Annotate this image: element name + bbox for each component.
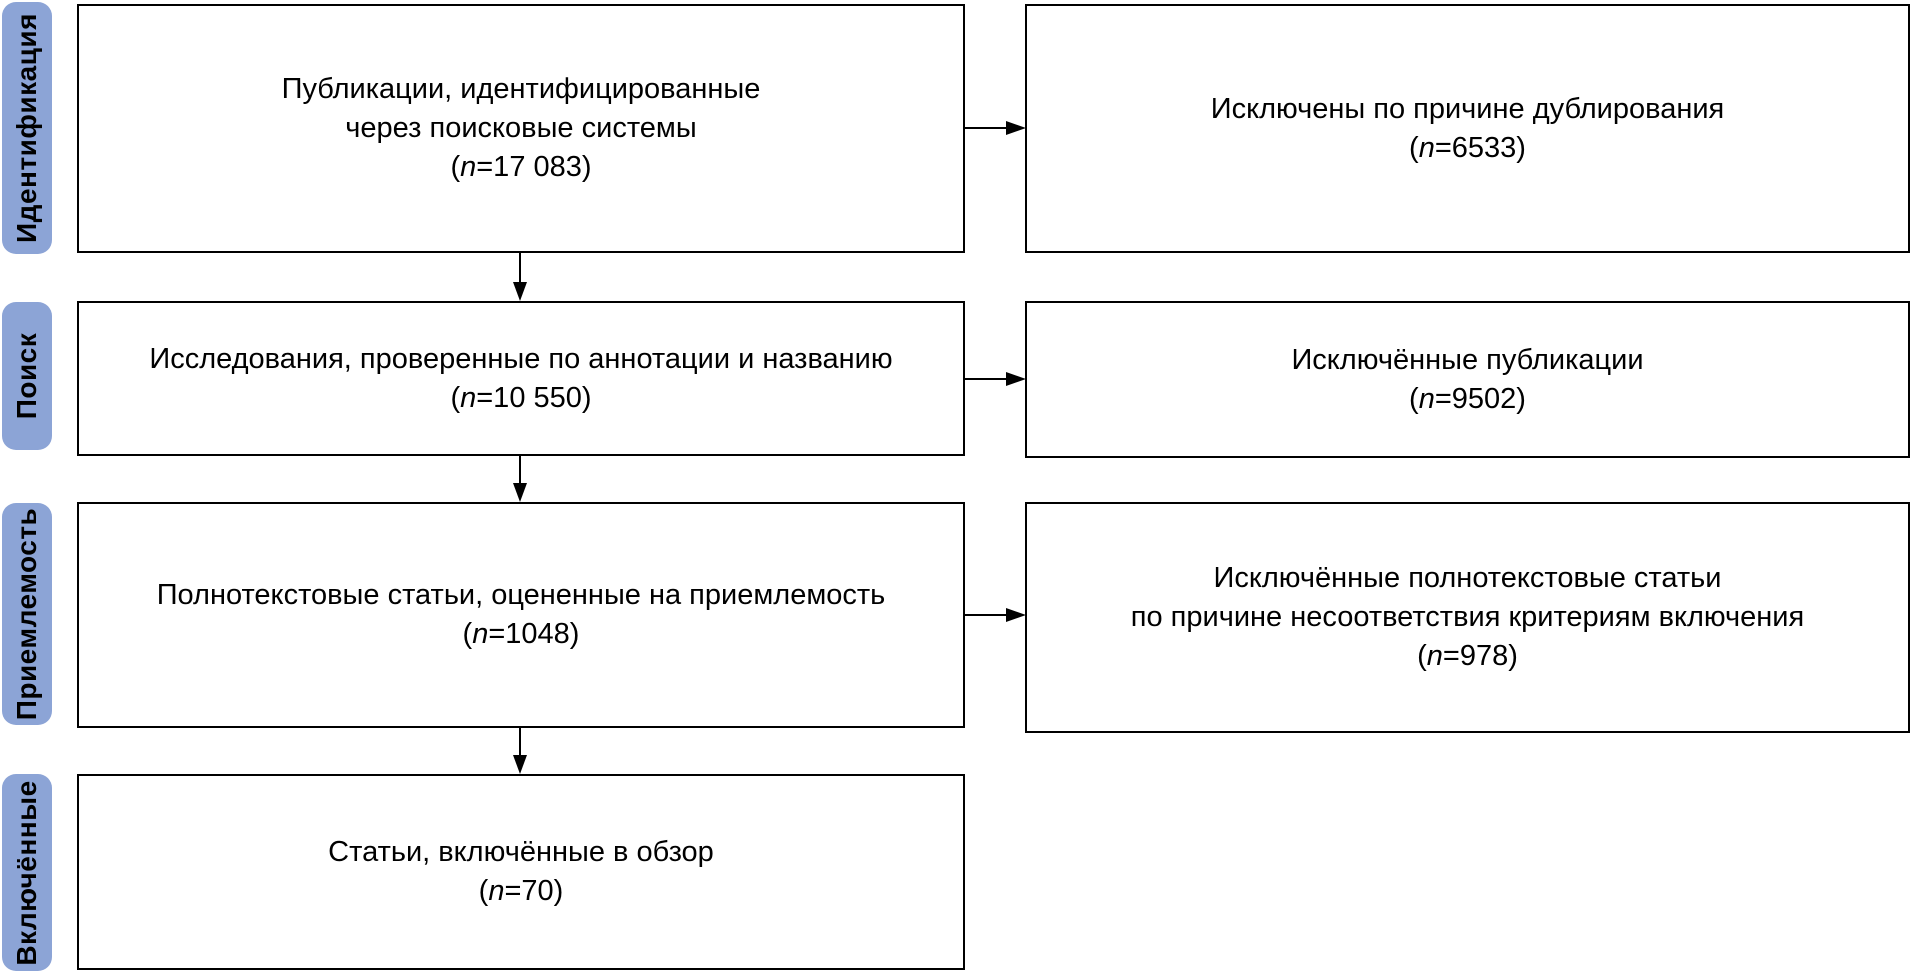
count-n-symbol: n bbox=[1426, 640, 1443, 672]
arrow-down-icon bbox=[512, 728, 527, 774]
box-count-line: (n=978) bbox=[1131, 637, 1804, 676]
box-screened-studies: Исследования, проверенные по аннотации и… bbox=[77, 301, 965, 456]
count-open: ( bbox=[462, 618, 473, 650]
box-count-line: (n=17 083) bbox=[282, 148, 761, 187]
box-text-line: Публикации, идентифицированные bbox=[281, 73, 761, 105]
box-excluded-publications: Исключённые публикации (n=9502) bbox=[1025, 301, 1910, 458]
count-value: =9502) bbox=[1434, 382, 1526, 415]
count-open: ( bbox=[450, 151, 461, 183]
box-text-line: через поисковые системы bbox=[345, 112, 697, 144]
count-open: ( bbox=[1409, 382, 1419, 415]
box-text-line: Статьи, включённые в обзор bbox=[328, 836, 714, 868]
count-value: =978) bbox=[1442, 640, 1518, 672]
box-identified-publications: Публикации, идентифицированные через пои… bbox=[77, 4, 965, 253]
count-open: ( bbox=[450, 381, 461, 414]
box-text-line: по причине несоответствия критериям вклю… bbox=[1130, 601, 1805, 633]
box-text-line: Полнотекстовые статьи, оцененные на прие… bbox=[156, 579, 886, 611]
count-n-symbol: n bbox=[460, 151, 477, 183]
stage-label-eligibility: Приемлемость bbox=[2, 503, 52, 725]
count-n-symbol: n bbox=[1418, 131, 1435, 164]
arrow-right-icon bbox=[965, 607, 1026, 622]
count-value: =70) bbox=[504, 875, 564, 907]
box-count-line: (n=70) bbox=[328, 872, 714, 911]
box-text-line: Исследования, проверенные по аннотации и… bbox=[149, 342, 893, 375]
count-value: =6533) bbox=[1434, 131, 1526, 164]
box-count-line: (n=6533) bbox=[1211, 129, 1725, 168]
arrow-down-icon bbox=[512, 253, 527, 301]
stage-label-text: Поиск bbox=[11, 332, 42, 420]
stage-label-search: Поиск bbox=[2, 302, 52, 450]
count-n-symbol: n bbox=[460, 381, 477, 414]
box-text-line: Исключённые публикации bbox=[1291, 343, 1644, 376]
arrow-right-icon bbox=[965, 371, 1026, 386]
count-n-symbol: n bbox=[1418, 382, 1435, 415]
stage-label-identification: Идентификация bbox=[2, 2, 52, 254]
box-excluded-duplicates: Исключены по причине дублирования (n=653… bbox=[1025, 4, 1910, 253]
box-text-line: Исключённые полнотекстовые статьи bbox=[1213, 562, 1722, 594]
box-count-line: (n=1048) bbox=[157, 615, 886, 654]
count-open: ( bbox=[478, 875, 489, 907]
arrow-down-icon bbox=[512, 456, 527, 502]
count-value: =10 550) bbox=[476, 381, 592, 414]
stage-label-text: Идентификация bbox=[11, 13, 42, 243]
box-included-articles: Статьи, включённые в обзор (n=70) bbox=[77, 774, 965, 970]
count-value: =17 083) bbox=[476, 151, 592, 183]
box-count-line: (n=10 550) bbox=[149, 379, 892, 418]
count-n-symbol: n bbox=[488, 875, 505, 907]
count-open: ( bbox=[1417, 640, 1427, 672]
box-count-line: (n=9502) bbox=[1291, 380, 1643, 419]
stage-label-text: Включённые bbox=[11, 779, 42, 966]
arrow-right-icon bbox=[965, 120, 1026, 135]
box-fulltext-assessed: Полнотекстовые статьи, оцененные на прие… bbox=[77, 502, 965, 728]
box-excluded-fulltext: Исключённые полнотекстовые статьи по при… bbox=[1025, 502, 1910, 733]
stage-label-included: Включённые bbox=[2, 774, 52, 971]
stage-label-text: Приемлемость bbox=[11, 507, 42, 721]
count-n-symbol: n bbox=[472, 618, 489, 650]
box-text-line: Исключены по причине дублирования bbox=[1210, 92, 1725, 125]
count-open: ( bbox=[1409, 131, 1419, 164]
count-value: =1048) bbox=[488, 618, 580, 650]
